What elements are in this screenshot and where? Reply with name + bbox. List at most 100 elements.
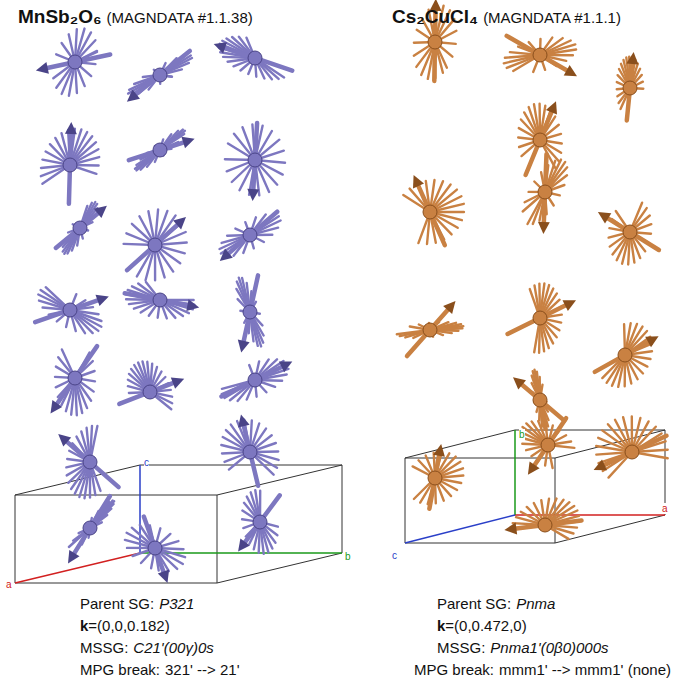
magnetic-atom (428, 35, 442, 49)
arrow-head (158, 570, 169, 583)
property-text: =(0,0.472,0) (445, 617, 526, 634)
spin-arrow (226, 212, 277, 256)
panel-title: (MAGNDATA #1.1.1) (483, 9, 621, 26)
text-line: MnSb₂O₆(MAGNDATA #1.1.38) (18, 6, 253, 28)
magnetic-atom (148, 238, 162, 252)
spin-arrow (35, 299, 101, 322)
arrow-head (563, 300, 577, 311)
magnetic-atom (423, 205, 437, 219)
arrow-head (214, 42, 227, 53)
spin-arrow (133, 51, 190, 97)
magnetic-atom (63, 158, 77, 172)
magnetic-atom (243, 445, 257, 459)
magnetic-atom (533, 311, 547, 325)
arrow-head (247, 189, 259, 201)
arrow-head (528, 462, 540, 475)
text-line: k=(0,0,0.182) (80, 617, 170, 634)
spin-arrow (407, 307, 450, 356)
magnetic-atom (153, 143, 167, 157)
arrow-head (173, 217, 186, 230)
magnetic-atom (153, 68, 167, 82)
magnetic-atom (243, 305, 257, 319)
magnetic-atom (623, 225, 637, 239)
text-line: c (392, 545, 397, 562)
unit-cell-edge (342, 465, 343, 553)
spin-arrow (532, 418, 566, 468)
property-text: MPG break: (414, 661, 494, 678)
spin-arrow (129, 141, 187, 160)
property-text: Parent SG: (80, 595, 154, 612)
magnetic-atom (538, 185, 552, 199)
axis-label: b (519, 429, 525, 440)
unit-cell-edge (217, 553, 342, 583)
arrow-head (443, 301, 455, 314)
arrow-head (645, 336, 658, 347)
text-line: MSSG:Pnma1'(0β0)000s (437, 639, 609, 656)
arrow-head (51, 400, 63, 413)
axis-label: a (662, 503, 668, 514)
axis-label: c (392, 550, 397, 561)
unit-cell-edge (15, 495, 217, 496)
property-text: P321 (159, 595, 194, 612)
b-axis (514, 430, 516, 515)
magnetic-atom (83, 521, 97, 535)
text-line: a (6, 574, 12, 591)
text-line: c (144, 452, 149, 469)
magnetic-atom (83, 455, 97, 469)
arrow-head (279, 362, 292, 373)
arrow-head (564, 65, 577, 76)
magnetic-atom (541, 438, 555, 452)
property-text: Pnma (516, 595, 555, 612)
spin-arrow (119, 382, 176, 404)
property-text: mmm1' --> mmm1' (none) (499, 661, 671, 678)
magnetic-atom (423, 323, 437, 337)
spin-arrow (519, 382, 564, 420)
magnetic-atom (248, 153, 262, 167)
arrow-head (504, 523, 517, 535)
spin-arrow (243, 495, 280, 545)
property-text: Pnma1'(0β0)000s (490, 639, 608, 656)
panel-title: MnSb₂O₆ (18, 6, 102, 28)
arrow-head (127, 90, 140, 102)
axis-label: c (144, 457, 149, 468)
magnetic-atom (148, 541, 162, 555)
magnetic-atom (153, 293, 167, 307)
spin-arrow (144, 517, 165, 576)
text-line: b (345, 546, 351, 563)
spin-arrow (64, 439, 118, 487)
axis-label: a (6, 579, 12, 590)
arrow-head (58, 434, 71, 447)
axis-label: b (345, 551, 351, 562)
unit-cell-edge (140, 465, 342, 466)
spin-arrow (508, 304, 569, 334)
a-axis (515, 514, 665, 516)
magnetic-atom (248, 373, 262, 387)
magnetic-atom (618, 348, 632, 362)
c-axis (405, 515, 515, 543)
magnetic-atom (243, 228, 257, 242)
spin-arrow (601, 436, 667, 467)
text-line: MSSG: C21'(00γ)0s (80, 639, 214, 656)
arrow-head (546, 101, 557, 114)
property-text: MSSG: (80, 639, 128, 656)
spin-arrow (72, 496, 110, 556)
magnetic-atom (533, 393, 547, 407)
magnetic-atom (253, 515, 267, 529)
magnetic-atom (73, 221, 87, 235)
magnetic-atom (623, 81, 637, 95)
unit-cell-edge (15, 583, 217, 584)
unit-cell-edge (555, 515, 665, 543)
magnetic-atom (68, 371, 82, 385)
arrow-head (513, 377, 526, 389)
text-line: a (662, 498, 668, 515)
unit-cell-edge (405, 543, 555, 544)
arrow-head (598, 212, 611, 224)
spin-arrow (243, 422, 258, 486)
panel-title: Cs₂CuCl₄ (392, 6, 478, 28)
text-line: k=(0,0.472,0) (437, 617, 527, 634)
property-text: C21'(00γ)0s (133, 639, 213, 656)
spin-arrow (222, 365, 286, 396)
text-line: MPG break:321' --> 21' (80, 661, 240, 678)
property-text: Parent SG: (437, 595, 511, 612)
